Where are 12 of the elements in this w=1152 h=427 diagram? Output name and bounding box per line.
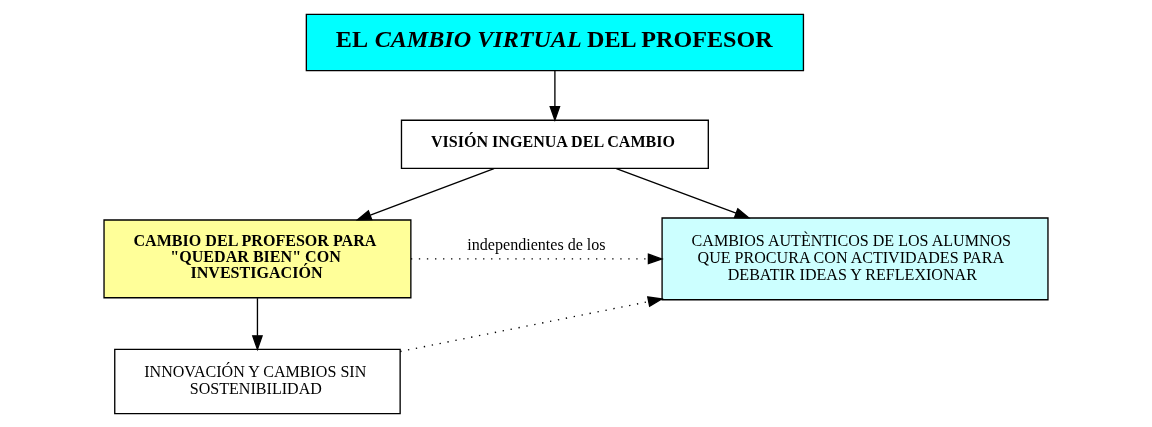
node-box: VISIÓN INGENUA DEL CAMBIO: [400, 119, 709, 169]
arrow: [615, 167, 751, 219]
node-box: CAMBIOS AUTÈNTICOS DE LOS ALUMNOS QUE PROCURA CON ACTIVIDADES PARA DEBATIR IDEAS Y REFLEXIONAR: [661, 216, 1049, 300]
arrow: [549, 69, 561, 122]
arrow: [399, 295, 664, 352]
edge-label: independientes de los: [467, 235, 606, 253]
arrow: [251, 297, 264, 351]
node-box: EL CAMBIO VIRTUAL DEL PROFESOR: [305, 13, 805, 71]
arrow: [355, 167, 495, 221]
node-box: CAMBIO DEL PROFESOR PARA "QUEDAR BIEN" CON INVESTIGACIÓN: [103, 218, 412, 298]
node-box: INNOVACIÓN Y CAMBIOS SIN SOSTENIBILIDAD: [114, 348, 401, 414]
arrow: [410, 252, 664, 265]
